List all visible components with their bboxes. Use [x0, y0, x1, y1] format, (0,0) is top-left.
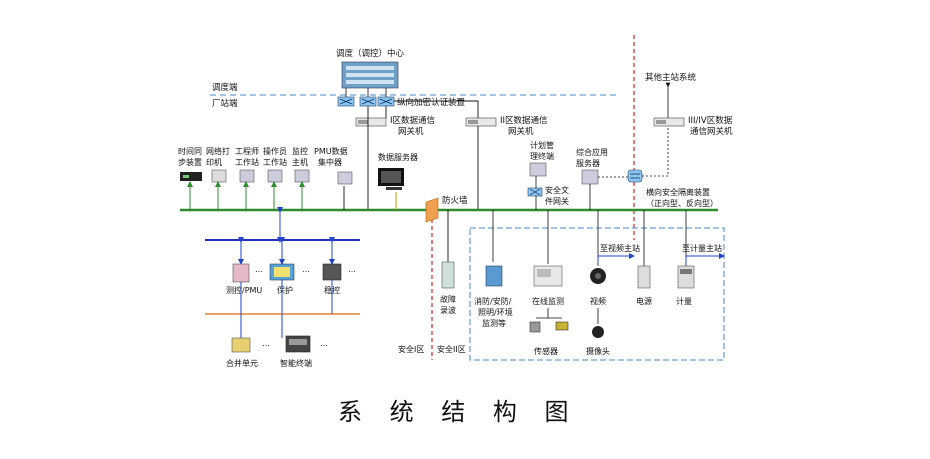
sensor-2-icon — [555, 321, 569, 331]
fault-recorder-label-2: 录波 — [440, 305, 456, 315]
metering-label: 计量 — [676, 296, 692, 306]
engineer-ws-label-1: 工程师 — [235, 146, 259, 156]
printer-label-1: 网络打 — [206, 146, 230, 156]
safe-zone2-label: 安全II区 — [437, 344, 466, 354]
zone2-gateway-icon — [465, 117, 497, 127]
zone34-gateway-label-1: III/IV区数据 — [688, 115, 733, 126]
bay-ellipsis-1: … — [255, 265, 263, 274]
bay-ellipsis-2: … — [302, 265, 310, 274]
vertical-auth-device-2-icon — [359, 96, 377, 107]
smart-terminal-icon — [285, 335, 311, 353]
measure-pmu-label: 测控/PMU — [226, 285, 262, 295]
fire-security-label-1: 消防/安防/ — [474, 296, 512, 306]
fault-recorder-label-1: 故障 — [440, 294, 456, 304]
power-label: 电源 — [636, 296, 652, 306]
diagram-caption: 系 统 结 构 图 — [338, 398, 579, 426]
metering-icon — [677, 265, 695, 289]
sensor-label: 传感器 — [534, 346, 558, 356]
engineer-ws-label-2: 工作站 — [235, 157, 259, 167]
zone1-gateway-label-2: 网关机 — [398, 126, 424, 137]
firewall-icon — [425, 197, 439, 223]
time-sync-label-2: 步装置 — [178, 157, 202, 167]
merging-unit-icon — [231, 337, 251, 353]
fire-security-label-2: 照明/环境 — [478, 307, 513, 317]
operator-ws-icon — [267, 169, 283, 183]
firewall-label: 防火墙 — [442, 195, 468, 206]
to-video-master-label: 至视频主站 — [600, 243, 640, 253]
zone34-gateway-icon — [653, 117, 685, 127]
app-server-label-2: 服务器 — [576, 158, 600, 168]
dispatch-side-label: 调度端 — [212, 82, 238, 93]
plan-terminal-label-2: 理终端 — [530, 151, 554, 161]
stability-icon — [322, 263, 342, 281]
protection-icon — [269, 263, 295, 281]
data-server-icon — [378, 168, 404, 190]
camera-icon — [592, 326, 604, 338]
plant-side-label: 厂站端 — [212, 98, 238, 109]
app-server-icon — [581, 169, 599, 185]
zone2-gateway-label-1: II区数据通信 — [500, 115, 548, 126]
operator-ws-label-1: 操作员 — [263, 146, 287, 156]
isolation-device-icon — [627, 169, 643, 183]
vertical-auth-device-3-icon — [377, 96, 395, 107]
printer-label-2: 印机 — [206, 157, 222, 167]
zone2-aux-box — [469, 227, 725, 361]
zone2-gateway-label-2: 网关机 — [508, 126, 534, 137]
protection-label: 保护 — [277, 285, 293, 295]
monitor-host-label-2: 主机 — [292, 157, 308, 167]
control-center-label: 调度（调控）中心 — [336, 48, 405, 59]
zone1-gateway-icon — [355, 117, 387, 127]
time-sync-icon — [180, 172, 202, 181]
isolation-label-1: 横向安全隔离装置 — [646, 187, 710, 197]
online-monitor-label: 在线监测 — [532, 296, 564, 306]
online-monitor-icon — [533, 265, 563, 287]
smart-terminal-label: 智能终端 — [280, 358, 312, 368]
merging-unit-label: 合并单元 — [226, 358, 258, 368]
isolation-label-2: （正向型、反向型） — [646, 198, 718, 208]
to-metering-master-label: 至计量主站 — [682, 243, 722, 253]
monitor-host-label-1: 监控 — [292, 146, 308, 156]
fault-recorder-icon — [441, 261, 455, 289]
data-server-label: 数据服务器 — [378, 152, 418, 162]
vertical-auth-device-1-icon — [337, 96, 355, 107]
file-gateway-label-2: 件网关 — [545, 196, 569, 206]
pmu-label-2: 集中器 — [318, 157, 342, 167]
monitor-host-icon — [294, 169, 310, 183]
time-sync-label-1: 时间同 — [178, 146, 202, 156]
terminal-ellipsis-1: … — [262, 339, 270, 348]
power-icon — [637, 265, 651, 289]
pmu-label-1: PMU数据 — [314, 146, 348, 156]
zone34-gateway-label-2: 通信网关机 — [690, 126, 733, 137]
plan-terminal-label-1: 计划管 — [530, 140, 554, 150]
other-stations-label: 其他主站系统 — [645, 72, 697, 83]
control-center-icon — [341, 61, 399, 89]
fire-security-icon — [485, 265, 503, 287]
video-icon — [590, 268, 606, 284]
file-gateway-label-1: 安全文 — [545, 185, 569, 195]
zone1-gateway-label-1: I区数据通信 — [390, 115, 436, 126]
plan-terminal-icon — [529, 162, 547, 177]
operator-ws-label-2: 工作站 — [263, 157, 287, 167]
measure-pmu-icon — [232, 263, 250, 283]
terminal-ellipsis-2: … — [320, 339, 328, 348]
fire-security-label-3: 监测等 — [482, 318, 506, 328]
app-server-label-1: 综合应用 — [576, 147, 608, 157]
safe-zone1-label: 安全I区 — [398, 344, 424, 354]
bay-ellipsis-3: … — [348, 265, 356, 274]
sensor-1-icon — [529, 321, 541, 333]
file-gateway-icon — [527, 187, 543, 197]
engineer-ws-icon — [239, 169, 255, 183]
vertical-auth-label: 纵向加密认证装置 — [397, 97, 466, 108]
video-label: 视频 — [590, 296, 606, 306]
pmu-concentrator-icon — [337, 171, 353, 185]
printer-icon — [211, 169, 227, 183]
camera-label: 摄像头 — [586, 346, 610, 356]
